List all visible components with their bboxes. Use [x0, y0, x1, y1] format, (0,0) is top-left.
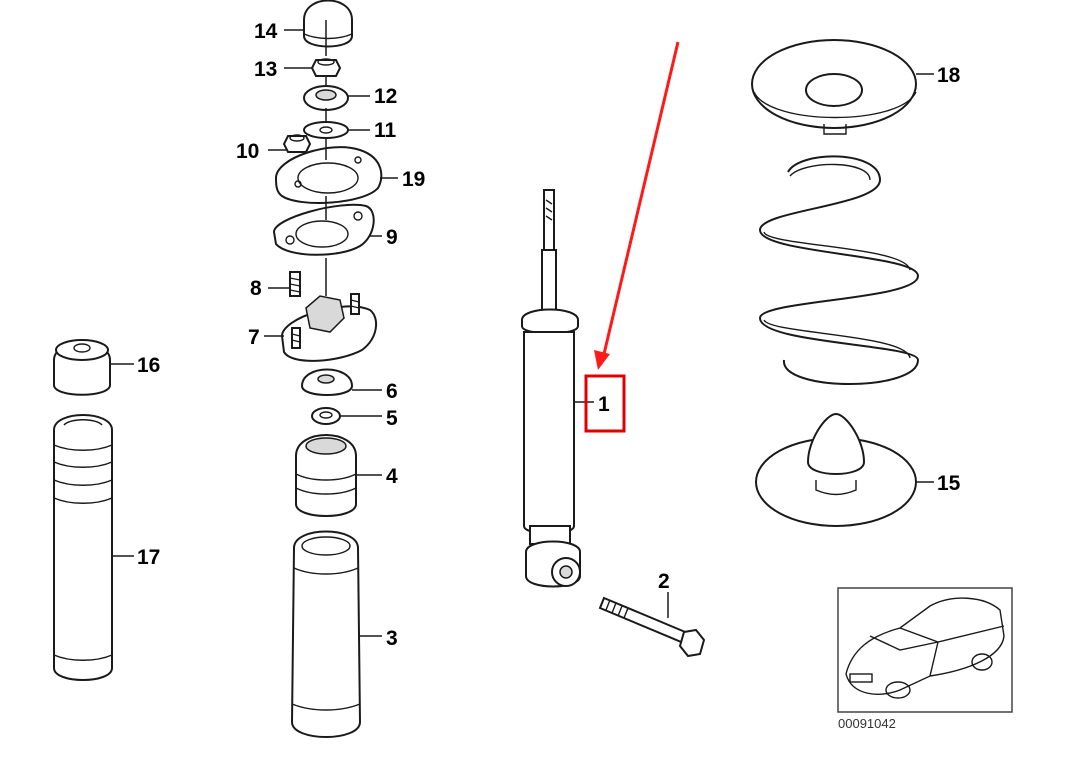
callout-13: 13: [254, 58, 277, 81]
callout-9: 9: [386, 226, 398, 249]
callout-4: 4: [386, 465, 398, 488]
lower-spring-seat-15[interactable]: [755, 412, 917, 527]
cap-14[interactable]: [303, 0, 353, 48]
bolt-2[interactable]: [598, 596, 706, 658]
callout-2: 2: [658, 570, 670, 593]
callout-12: 12: [374, 85, 397, 108]
callout-6: 6: [386, 380, 398, 403]
support-bearing-7[interactable]: [280, 293, 378, 362]
mount-plate-19[interactable]: [274, 146, 383, 204]
inset-code: 00091042: [838, 716, 896, 731]
gasket-9[interactable]: [272, 203, 375, 256]
callout-8: 8: [250, 277, 262, 300]
leader-lines: [110, 29, 934, 637]
highlight-box: [584, 374, 626, 433]
upper-spring-seat-18[interactable]: [751, 39, 917, 135]
coil-spring[interactable]: [758, 155, 920, 385]
callout-10: 10: [236, 140, 259, 163]
protective-tube-3[interactable]: [290, 530, 362, 738]
callout-1: 1: [598, 393, 610, 416]
callout-5: 5: [386, 407, 398, 430]
callout-7: 7: [248, 326, 260, 349]
callout-14: 14: [254, 20, 278, 43]
stud-8[interactable]: [289, 271, 301, 297]
washer-11[interactable]: [303, 121, 349, 139]
callout-3: 3: [386, 627, 398, 650]
nut-10[interactable]: [282, 134, 312, 153]
shock-absorber-1[interactable]: [521, 189, 581, 588]
washer-12[interactable]: [303, 85, 349, 111]
callout-19: 19: [402, 168, 425, 191]
callout-11: 11: [374, 119, 397, 142]
vehicle-thumbnail: [837, 587, 1013, 713]
red-arrow: [594, 41, 680, 370]
callout-18: 18: [937, 64, 961, 87]
bump-stop-4[interactable]: [295, 434, 357, 517]
washer-5[interactable]: [311, 407, 341, 425]
nut-13[interactable]: [310, 58, 342, 77]
callout-17: 17: [137, 546, 160, 569]
bump-stop-cap-16[interactable]: [53, 339, 111, 396]
callout-16: 16: [137, 354, 160, 377]
spacer-6[interactable]: [300, 368, 354, 396]
callout-15: 15: [937, 472, 961, 495]
protective-tube-17[interactable]: [53, 414, 113, 681]
